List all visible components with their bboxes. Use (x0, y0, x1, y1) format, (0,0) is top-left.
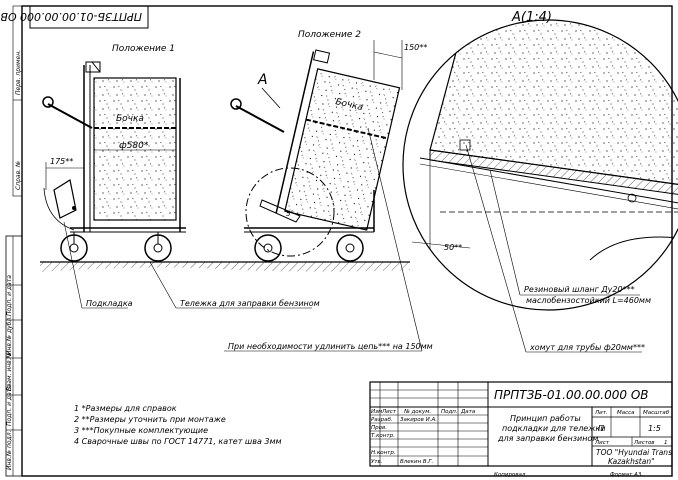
tb-head-izm: Изм (371, 409, 382, 415)
tb-head-doc: № докум. (403, 409, 431, 415)
position-2-label: Положение 2 (298, 30, 361, 40)
callout-hose-1: Резиновый шланг Ду20*** (524, 285, 635, 294)
side-label-dup: Инв.№ дубл. (6, 316, 13, 355)
barrel-1-label: Бочка (116, 114, 144, 124)
note-1: 1 *Размеры для справок (74, 404, 177, 413)
top-stamp: ПРПТЗБ-01.00.00.000 ОВ (0, 5, 149, 29)
tb-head-list: Лист (381, 409, 397, 415)
note-2: 2 **Размеры уточнить при монтаже (74, 415, 226, 424)
notes: 1 *Размеры для справок 2 **Размеры уточн… (74, 404, 282, 446)
tb-head-sign: Подп. (441, 409, 458, 415)
barrel-1 (93, 77, 177, 221)
side-label-ref: Справ. № (15, 161, 22, 190)
tb-format: Формат А3 (610, 472, 642, 478)
tb-company-2: Kazakhstan" (608, 457, 655, 466)
title-block: Изм Лист № докум. Подп. Дата Разраб. Про… (369, 381, 673, 478)
position-2-cart: Положение 2 Бочка А 5° 150** (230, 30, 427, 262)
callout-hose-2: маслобензостойкий L=460мм (526, 296, 651, 305)
side-label-replace: Взам. инв.№ (6, 352, 13, 391)
tb-row-ncontrol: Н.контр. (371, 450, 396, 456)
tb-doc-number: ПРПТЗБ-01.00.00.000 ОВ (494, 388, 649, 402)
side-label-sign-1: Подп. и дата (6, 385, 13, 426)
tb-company-1: ТОО "Hyundai Trans (596, 448, 672, 457)
tb-row-check: Пров. (371, 425, 387, 431)
tb-title-1: Принцип работы (510, 414, 581, 423)
side-label-first: Перв. примен. (15, 50, 22, 95)
tb-sheet-label: Лист (594, 440, 610, 446)
tb-sheets-value: 1 (664, 440, 668, 446)
detail-circle-a (245, 167, 335, 257)
tb-scale-label: Масштаб (643, 410, 670, 416)
dim-150-label: 150** (404, 43, 427, 52)
tb-developer: Закиров И.А. (400, 417, 437, 423)
note-4: 4 Сварочные швы по ГОСТ 14771, катет шва… (74, 437, 282, 446)
tb-row-approve: Утв. (371, 459, 383, 465)
angle-label: 5° (286, 210, 294, 218)
callout-pad: Подкладка (86, 299, 133, 308)
callout-cart: Тележка для заправки бензином (180, 299, 320, 308)
tb-approver: Влекин В.Г. (400, 459, 433, 465)
tb-row-tcontrol: Т.контр. (371, 433, 395, 439)
ground (40, 261, 410, 272)
tb-mass-label: Масса (617, 410, 635, 416)
tb-row-dev: Разраб. (371, 417, 393, 423)
side-label-sign-2: Подп. и дата (6, 275, 13, 316)
tb-scale-value: 1:5 (648, 424, 661, 433)
view-marker-a: А (257, 72, 268, 88)
tb-lit-value: П (598, 424, 604, 433)
dim-580-label: ф580* (119, 141, 149, 151)
callout-clamp: хомут для трубы ф20мм*** (529, 343, 645, 352)
position-1-cart: Положение 1 Бочка ф580* 175** (42, 44, 186, 262)
side-strip-labels: Инв.№ подл. Подп. и дата Взам. инв.№ Инв… (6, 50, 22, 470)
note-3: 3 ***Покупные комплектующие (74, 426, 208, 435)
position-1-label: Положение 1 (112, 44, 175, 54)
dim-50-label: 50** (444, 243, 462, 252)
tb-copied: Копировал (494, 472, 526, 478)
tb-head-date: Дата (460, 409, 476, 415)
tb-title-3: для заправки бензином (497, 434, 598, 443)
tb-lit-label: Лит. (594, 410, 608, 416)
callout-chain: При необходимости удлинить цепь*** на 15… (228, 342, 433, 351)
callouts: Подкладка Тележка для заправки бензином … (63, 127, 651, 353)
tb-title-2: подкладки для тележки (502, 424, 605, 433)
barrel-2 (284, 68, 401, 231)
top-stamp-text: ПРПТЗБ-01.00.00.000 ОВ (0, 10, 142, 23)
dim-175-label: 175** (50, 157, 73, 166)
tb-sheets-label: Листов (633, 440, 655, 446)
detail-view-a: А(1:4) 50** (402, 10, 678, 311)
side-label-inv-orig: Инв.№ подл. (6, 430, 13, 470)
